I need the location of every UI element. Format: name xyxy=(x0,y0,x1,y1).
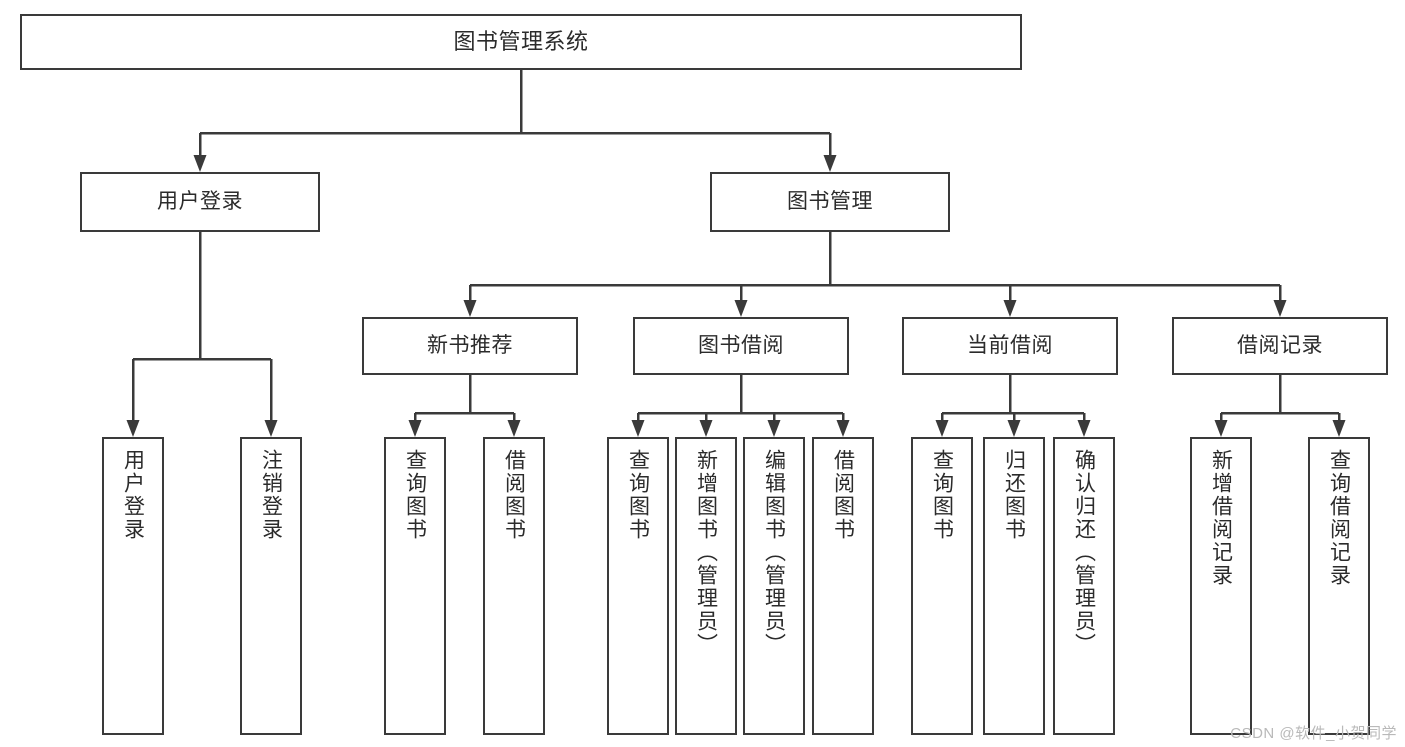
node-bookmgmt[interactable]: 图书管理 xyxy=(710,172,950,232)
arrowhead-icon xyxy=(507,420,521,437)
node-leaf5[interactable]: 查询图书 xyxy=(607,437,669,735)
node-borrow[interactable]: 图书借阅 xyxy=(633,317,849,375)
arrowhead-icon xyxy=(463,300,477,317)
node-leaf13[interactable]: 查询借阅记录 xyxy=(1308,437,1370,735)
node-label: 归还图书 xyxy=(1002,449,1026,541)
node-leaf11[interactable]: 确认归还（管理员） xyxy=(1053,437,1115,735)
node-records[interactable]: 借阅记录 xyxy=(1172,317,1388,375)
node-label: 图书借阅 xyxy=(698,334,784,358)
arrowhead-icon xyxy=(1273,300,1287,317)
node-leaf8[interactable]: 借阅图书 xyxy=(812,437,874,735)
arrowhead-icon xyxy=(1007,420,1021,437)
arrowhead-icon xyxy=(408,420,422,437)
arrowhead-icon xyxy=(699,420,713,437)
node-newbook[interactable]: 新书推荐 xyxy=(362,317,578,375)
arrowhead-icon xyxy=(1214,420,1228,437)
node-label: 查询图书 xyxy=(403,449,427,541)
arrowhead-icon xyxy=(126,420,140,437)
arrowhead-icon xyxy=(1077,420,1091,437)
node-leaf12[interactable]: 新增借阅记录 xyxy=(1190,437,1252,735)
node-label: 新增借阅记录 xyxy=(1209,449,1233,587)
node-label: 借阅记录 xyxy=(1237,334,1323,358)
node-label: 新增图书（管理员） xyxy=(694,449,718,656)
node-label: 编辑图书（管理员） xyxy=(762,449,786,656)
watermark-text: CSDN @软件_小贺同学 xyxy=(1230,725,1397,742)
node-login[interactable]: 用户登录 xyxy=(80,172,320,232)
arrowhead-icon xyxy=(767,420,781,437)
node-label: 查询图书 xyxy=(930,449,954,541)
node-label: 图书管理 xyxy=(787,190,873,214)
arrowhead-icon xyxy=(836,420,850,437)
node-leaf7[interactable]: 编辑图书（管理员） xyxy=(743,437,805,735)
node-root[interactable]: 图书管理系统 xyxy=(20,14,1022,70)
node-leaf9[interactable]: 查询图书 xyxy=(911,437,973,735)
arrowhead-icon xyxy=(264,420,278,437)
node-current[interactable]: 当前借阅 xyxy=(902,317,1118,375)
arrowhead-icon xyxy=(1332,420,1346,437)
node-label: 用户登录 xyxy=(157,190,243,214)
node-leaf2[interactable]: 注销登录 xyxy=(240,437,302,735)
node-label: 查询图书 xyxy=(626,449,650,541)
node-label: 借阅图书 xyxy=(502,449,526,541)
node-leaf4[interactable]: 借阅图书 xyxy=(483,437,545,735)
node-label: 用户登录 xyxy=(121,449,145,541)
node-leaf1[interactable]: 用户登录 xyxy=(102,437,164,735)
node-label: 新书推荐 xyxy=(427,334,513,358)
arrowhead-icon xyxy=(631,420,645,437)
node-label: 确认归还（管理员） xyxy=(1072,449,1096,656)
arrowhead-icon xyxy=(734,300,748,317)
arrowhead-icon xyxy=(935,420,949,437)
node-label: 借阅图书 xyxy=(831,449,855,541)
node-label: 当前借阅 xyxy=(967,334,1053,358)
arrowhead-icon xyxy=(1003,300,1017,317)
node-label: 注销登录 xyxy=(259,449,283,541)
node-label: 图书管理系统 xyxy=(453,28,589,54)
arrowhead-icon xyxy=(193,155,207,172)
node-label: 查询借阅记录 xyxy=(1327,449,1351,587)
arrowhead-icon xyxy=(823,155,837,172)
node-leaf3[interactable]: 查询图书 xyxy=(384,437,446,735)
node-leaf6[interactable]: 新增图书（管理员） xyxy=(675,437,737,735)
node-leaf10[interactable]: 归还图书 xyxy=(983,437,1045,735)
